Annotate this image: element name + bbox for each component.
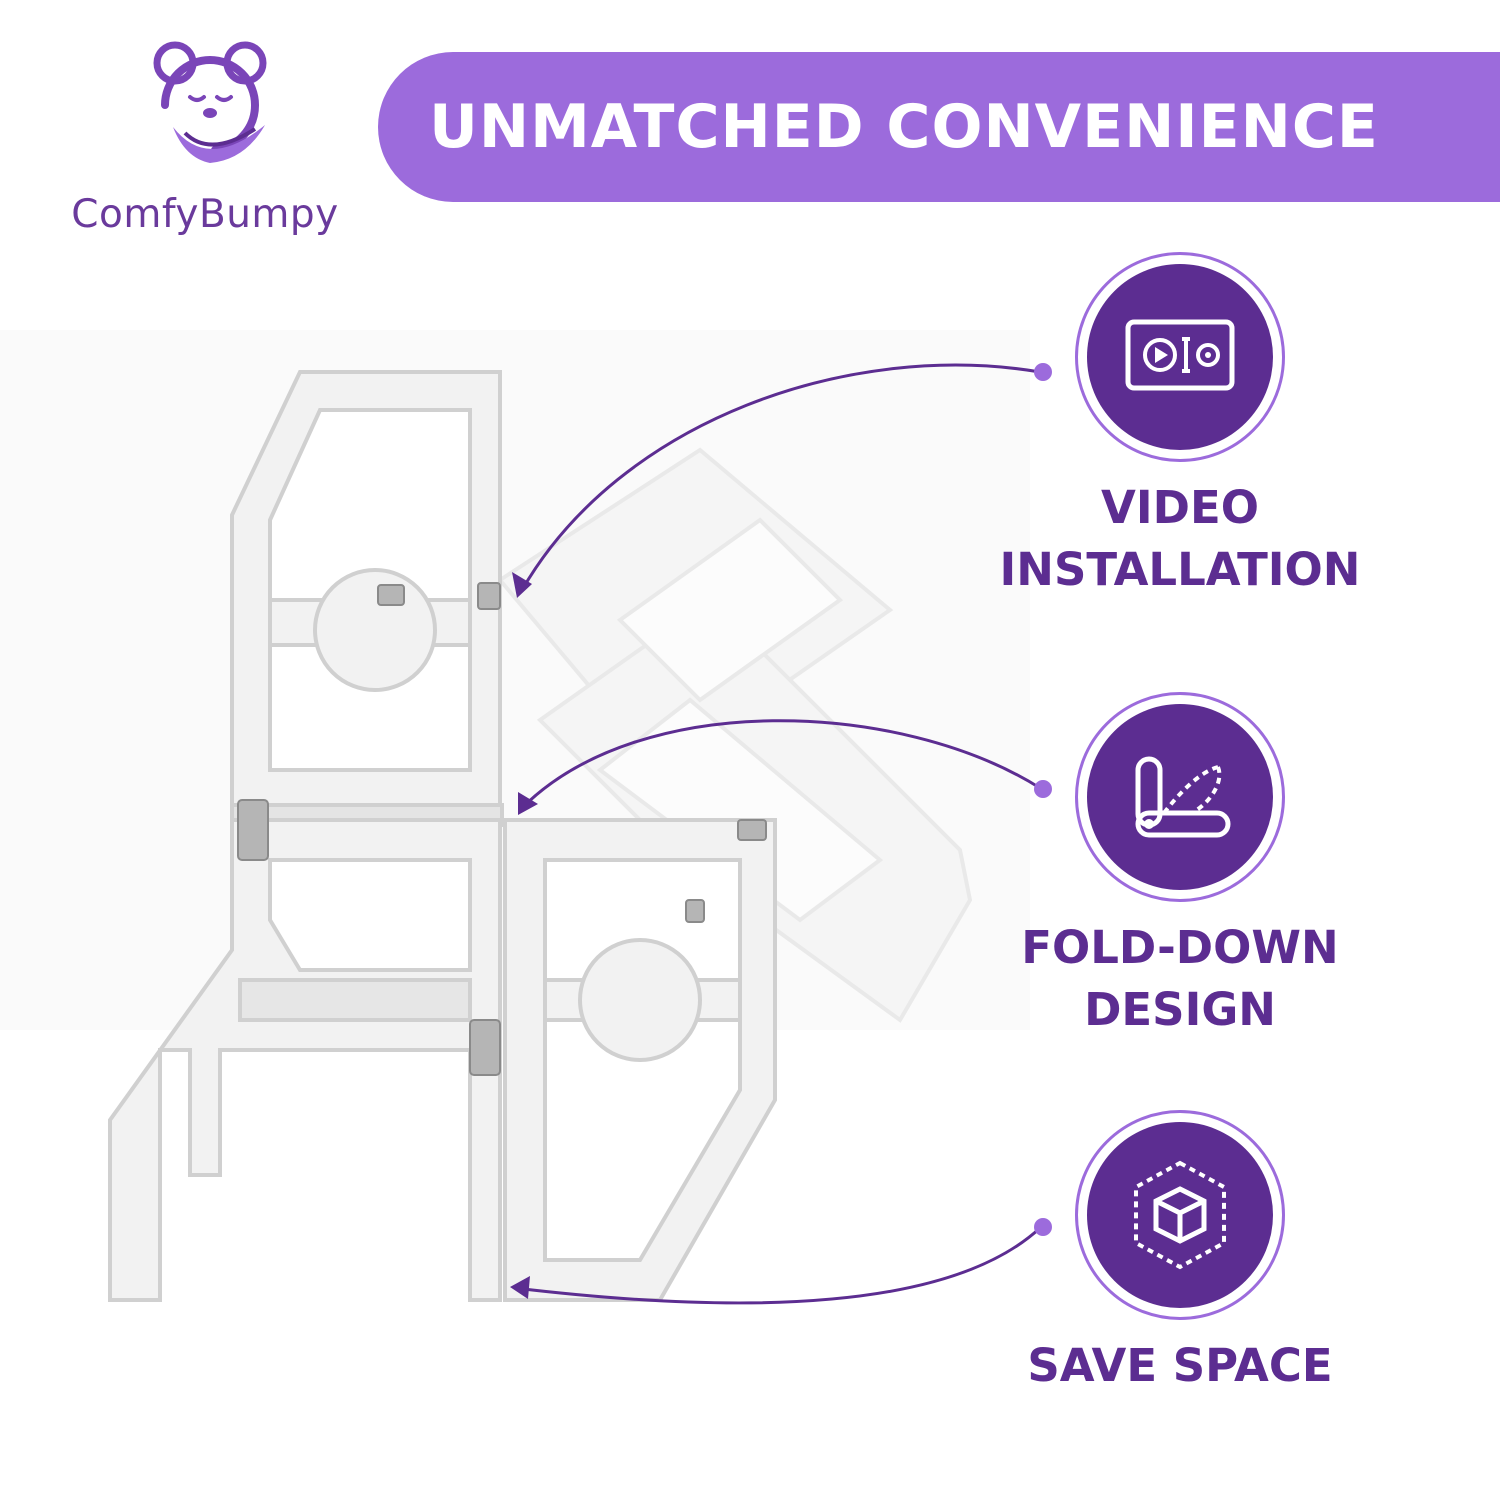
folding-step-stool-image bbox=[0, 330, 1030, 1302]
title-banner: UNMATCHED CONVENIENCE bbox=[378, 52, 1500, 202]
feature-label: VIDEO INSTALLATION bbox=[999, 481, 1361, 596]
fold-badge bbox=[1075, 692, 1285, 902]
box-space-icon bbox=[1134, 1160, 1226, 1270]
brand-logo: ComfyBumpy bbox=[50, 35, 360, 234]
feature-label: FOLD-DOWN DESIGN bbox=[1021, 921, 1339, 1036]
video-badge bbox=[1075, 252, 1285, 462]
video-tools-icon bbox=[1125, 319, 1235, 391]
space-badge bbox=[1075, 1110, 1285, 1320]
brand-name: ComfyBumpy bbox=[71, 192, 339, 237]
folding-tool-icon bbox=[1135, 756, 1231, 838]
banner-title: UNMATCHED CONVENIENCE bbox=[429, 92, 1379, 162]
feature-label: SAVE SPACE bbox=[1027, 1339, 1333, 1392]
bear-logo-icon bbox=[153, 41, 267, 163]
